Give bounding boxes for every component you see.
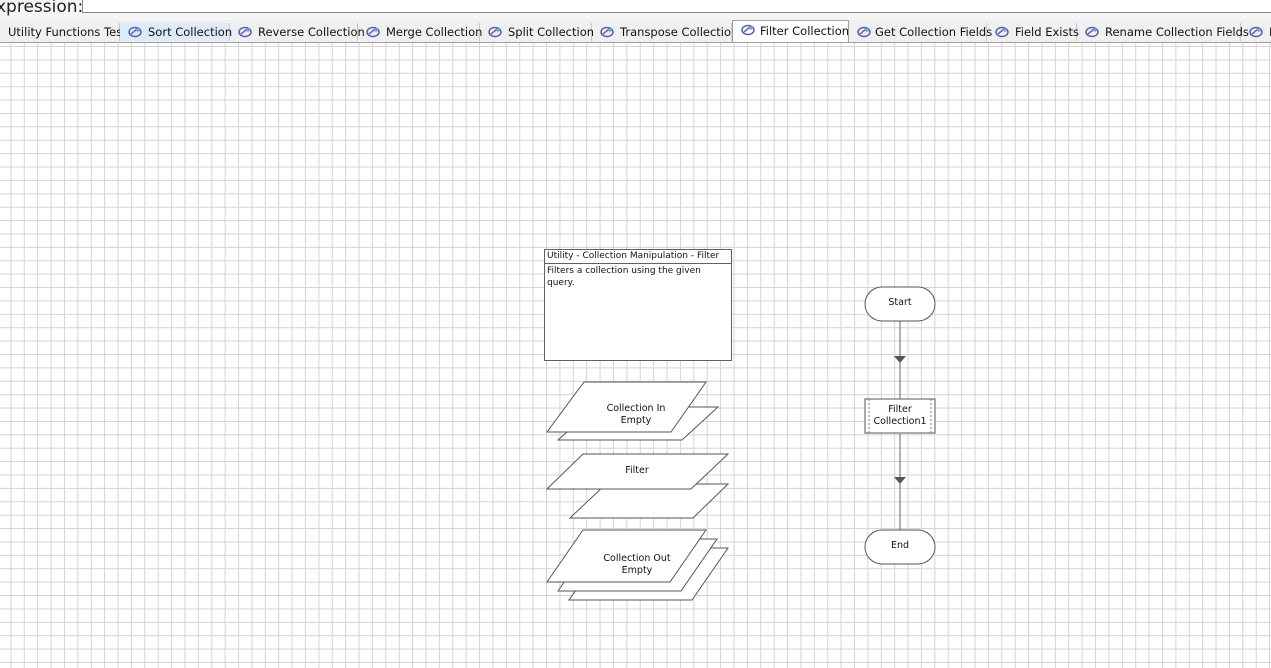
tab-label: Transpose Collection [620, 25, 739, 39]
note-body: Filters a collection using the given que… [547, 266, 701, 288]
process-icon [128, 26, 142, 38]
process-icon [741, 24, 755, 36]
collection-out-shape[interactable] [546, 529, 729, 601]
tab-field-exists[interactable]: Field Exists [987, 23, 1079, 41]
connector-start-action[interactable] [894, 321, 906, 399]
collection-in-shape[interactable] [546, 381, 730, 519]
tab-label: Filter Collection [760, 24, 850, 38]
tab-reverse-collection[interactable]: Reverse Collection [230, 23, 365, 41]
process-note[interactable]: Utility - Collection Manipulation - Filt… [544, 249, 732, 361]
tab-rename-collection-fields[interactable]: Rename Collection Fields [1077, 23, 1249, 41]
process-canvas[interactable]: Utility - Collection Manipulation - Filt… [0, 43, 1271, 668]
collection-in-name: Collection In [606, 403, 666, 414]
start-label: Start [888, 297, 912, 308]
collection-out-label: Collection Out Empty [587, 553, 687, 577]
tab-label: Sort Collection [148, 25, 233, 39]
filter-data-label: Filter [625, 465, 649, 476]
collection-out-status: Empty [621, 565, 653, 576]
tab-sort-collection[interactable]: Sort Collection [120, 23, 233, 41]
process-icon [600, 26, 614, 38]
action-label-line2: Collection1 [873, 416, 927, 427]
tab-label: Get Collection Fields [875, 25, 993, 39]
tab-utility-functions-test[interactable]: Utility Functions Test [0, 23, 127, 41]
tab-label: Reverse Collection [258, 25, 365, 39]
tab-label: Merge Collection [386, 25, 483, 39]
process-tab-strip: Utility Functions Test Sort Collection R… [0, 20, 1271, 43]
action-label: Filter Collection1 [865, 404, 935, 428]
filter-data-shape[interactable] [545, 453, 730, 490]
action-label-line1: Filter [888, 404, 912, 415]
tab-transpose-collection[interactable]: Transpose Collection [592, 23, 738, 41]
tab-merge-collection[interactable]: Merge Collection [358, 23, 483, 41]
flow-diagram [545, 286, 936, 601]
tab-overflow[interactable]: F [1241, 23, 1271, 41]
tab-label: Utility Functions Test [8, 25, 127, 39]
process-icon [857, 26, 871, 38]
tab-label: Split Collection [508, 25, 595, 39]
connector-action-end[interactable] [894, 434, 906, 530]
expression-bar: xpression: [0, 0, 1271, 20]
expression-input[interactable] [82, 0, 1271, 13]
collection-in-status: Empty [620, 415, 652, 426]
tab-split-collection[interactable]: Split Collection [480, 23, 595, 41]
start-shape[interactable] [864, 286, 936, 322]
collection-in-label: Collection In Empty [586, 403, 686, 427]
end-shape[interactable] [864, 529, 936, 565]
expression-label: xpression: [0, 0, 84, 17]
process-icon [995, 26, 1009, 38]
tab-filter-collection[interactable]: Filter Collection [732, 20, 850, 42]
note-title: Utility - Collection Manipulation - Filt… [545, 250, 731, 264]
tab-get-collection-fields[interactable]: Get Collection Fields [849, 23, 992, 41]
process-icon [366, 26, 380, 38]
filter-collection-action-shape[interactable] [864, 398, 936, 434]
process-icon [488, 26, 502, 38]
process-icon [238, 26, 252, 38]
tab-label: Rename Collection Fields [1105, 25, 1249, 39]
end-label: End [890, 540, 910, 551]
process-icon [1249, 26, 1263, 38]
process-icon [1085, 26, 1099, 38]
tab-label: F [1269, 23, 1271, 42]
collection-out-name: Collection Out [603, 553, 671, 564]
tab-label: Field Exists [1015, 25, 1079, 39]
